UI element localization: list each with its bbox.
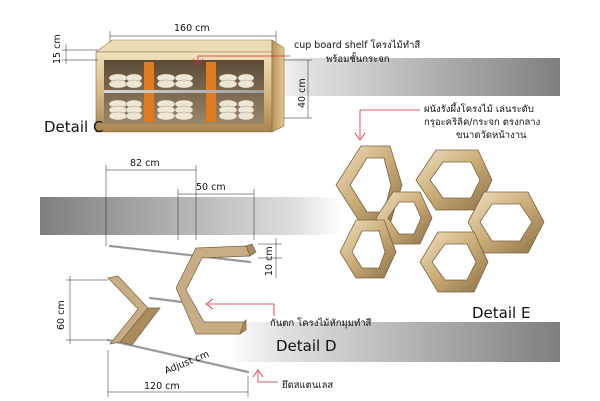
railing-rods — [106, 244, 252, 374]
band-detail-e — [40, 197, 340, 235]
detail-c-title: Detail C — [44, 118, 103, 136]
band-detail-c — [262, 58, 560, 96]
note-wall-line3: ขนาดวัดหน้างาน — [456, 130, 527, 141]
note-rail-label: กันตก โครงไม้หักมุมทำสี — [270, 317, 372, 329]
dim-160-label: 160 cm — [174, 23, 210, 34]
band-detail-d — [230, 322, 560, 362]
dim-60-label: 60 cm — [56, 300, 67, 330]
note-shelf-line2: พร้อมชั้นกระจก — [326, 52, 390, 65]
note-stainless-label: ยึดสแตนเลส — [282, 380, 334, 391]
dim-10-label: 10 cm — [264, 246, 275, 276]
note-wall-line2: กรุอะคริลิค/กระจก ตรงกลาง — [424, 117, 540, 128]
detail-e-title: Detail E — [472, 304, 530, 322]
dim-82-label: 82 cm — [130, 158, 160, 169]
dim-40-label: 40 cm — [297, 78, 308, 108]
note-wall-line1: ผนังรังผึ้งโครงไม้ เล่นระดับ — [424, 102, 534, 115]
cupboard-shelf — [95, 39, 285, 133]
annotation-arrows — [192, 55, 420, 383]
dim-50-label: 50 cm — [196, 182, 226, 193]
dims-detail-d — [66, 165, 282, 397]
honeycomb-wall — [335, 145, 545, 293]
dims-detail-c — [62, 31, 312, 119]
dim-15-label: 15 cm — [52, 34, 63, 64]
detail-d-title: Detail D — [276, 337, 337, 355]
note-shelf-line1: cup board shelf โครงไม้ทำสี — [294, 39, 420, 51]
railing-brackets — [107, 243, 257, 346]
dim-120-label: 120 cm — [144, 381, 180, 392]
